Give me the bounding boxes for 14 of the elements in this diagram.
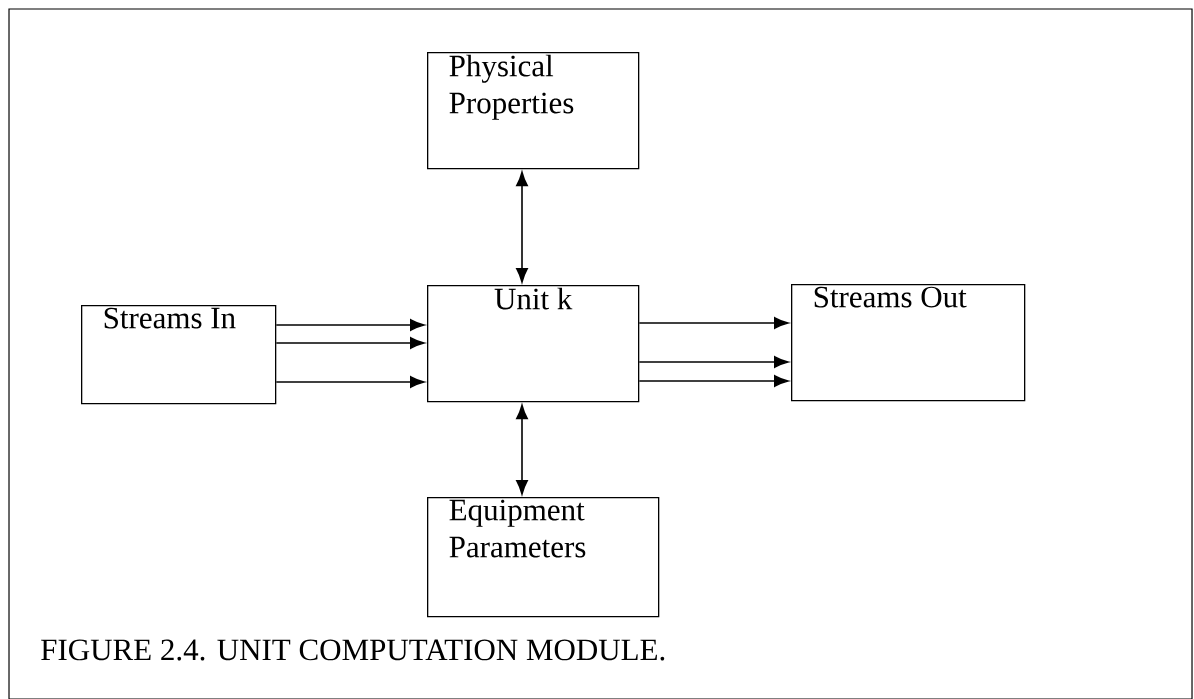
process-box: Equipment Parameters bbox=[427, 497, 660, 618]
arrow bbox=[638, 375, 789, 387]
process-box: Streams Out bbox=[791, 284, 1026, 402]
arrow bbox=[638, 356, 789, 368]
arrow bbox=[275, 337, 425, 349]
arrow bbox=[516, 404, 528, 495]
arrow bbox=[275, 319, 425, 331]
process-box: Unit k bbox=[427, 285, 640, 403]
figure-caption: FIGURE 2.4. UNIT COMPUTATION MODULE. bbox=[41, 639, 665, 661]
arrow bbox=[275, 376, 425, 388]
process-box: Streams In bbox=[81, 305, 277, 405]
arrow bbox=[638, 317, 789, 329]
process-box: Physical Properties bbox=[427, 52, 640, 170]
arrow bbox=[516, 171, 528, 283]
